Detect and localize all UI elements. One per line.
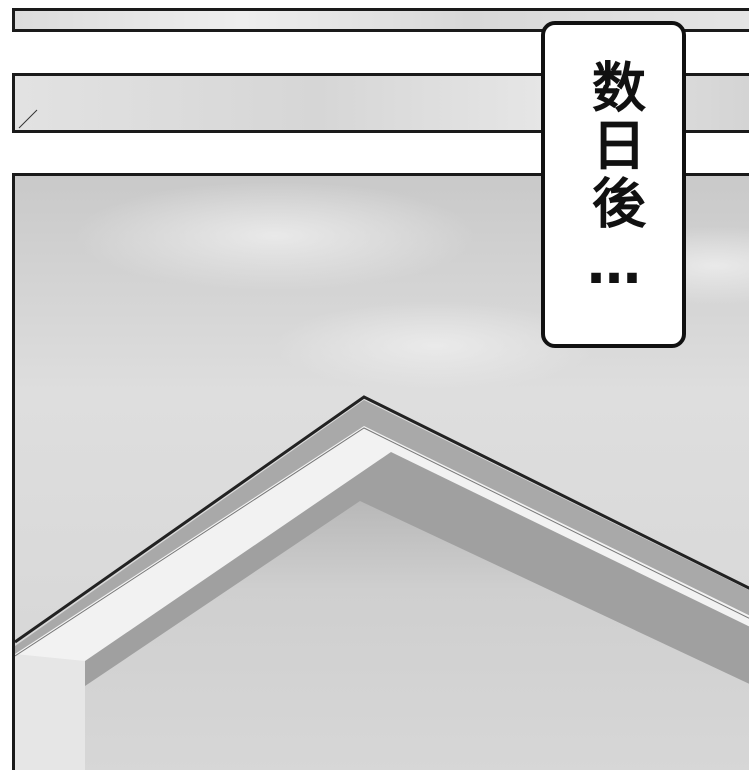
cloud (275, 301, 595, 391)
roof-edge-line (15, 395, 749, 644)
house-roof-illustration (15, 176, 749, 770)
cloud (75, 181, 475, 291)
house-wall (85, 501, 749, 770)
pen-stroke-icon (18, 109, 38, 129)
caption-text: 数日後… (582, 59, 646, 300)
wall-corner (15, 654, 85, 770)
caption-box: 数日後… (541, 21, 686, 348)
panel-top-strip (12, 8, 749, 32)
roof-inner-line (15, 427, 749, 657)
